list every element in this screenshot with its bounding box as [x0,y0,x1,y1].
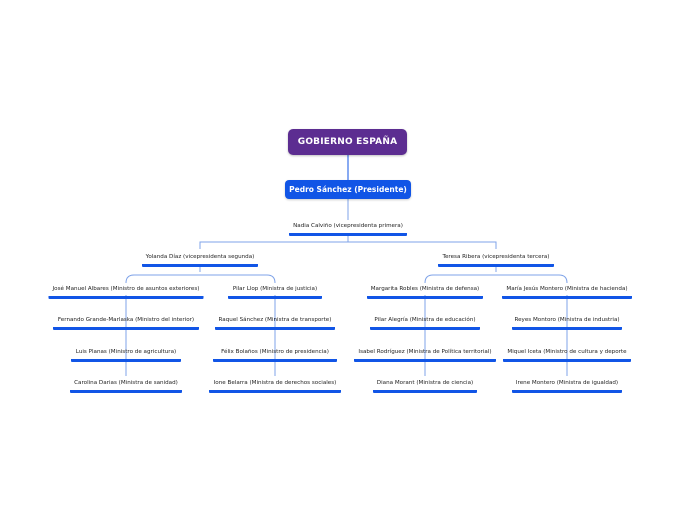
minister-node[interactable]: Luis Planas (Ministro de agricultura) [71,345,181,362]
minister-node[interactable]: Miquel Iceta (Ministro de cultura y depo… [503,345,631,362]
minister-node[interactable]: Félix Bolaños (Ministro de presidencia) [213,345,337,362]
minister-node[interactable]: Diana Morant (Ministra de ciencia) [373,376,477,393]
president-node[interactable]: Pedro Sánchez (Presidente) [285,180,411,199]
second-vp-node[interactable]: Yolanda Díaz (vicepresidenta segunda) [142,250,258,267]
minister-node[interactable]: Margarita Robles (Ministra de defensa) [367,282,483,299]
minister-node[interactable]: Carolina Darias (Ministra de sanidad) [70,376,182,393]
third-vp-node[interactable]: Teresa Ribera (vicepresidenta tercera) [438,250,554,267]
minister-node[interactable]: Fernando Grande-Marlaska (Ministro del i… [53,313,199,330]
minister-node[interactable]: Reyes Montoro (Ministra de industria) [512,313,622,330]
minister-node[interactable]: Pilar Llop (Ministra de justicia) [228,282,322,299]
first-vp-node[interactable]: Nadia Calviño (vicepresidenta primera) [289,219,407,236]
minister-node[interactable]: Irene Montero (Ministra de igualdad) [512,376,622,393]
minister-node[interactable]: Pilar Alegría (Ministra de educación) [370,313,480,330]
minister-node[interactable]: María Jesús Montero (Ministra de haciend… [502,282,632,299]
minister-node[interactable]: Ione Belarra (Ministra de derechos socia… [209,376,341,393]
minister-node[interactable]: Isabel Rodríguez (Ministra de Política t… [354,345,496,362]
minister-node[interactable]: José Manuel Albares (Ministro de asuntos… [48,282,204,299]
minister-node[interactable]: Raquel Sánchez (Ministra de transporte) [215,313,335,330]
root-node[interactable]: GOBIERNO ESPAÑA [288,129,407,155]
